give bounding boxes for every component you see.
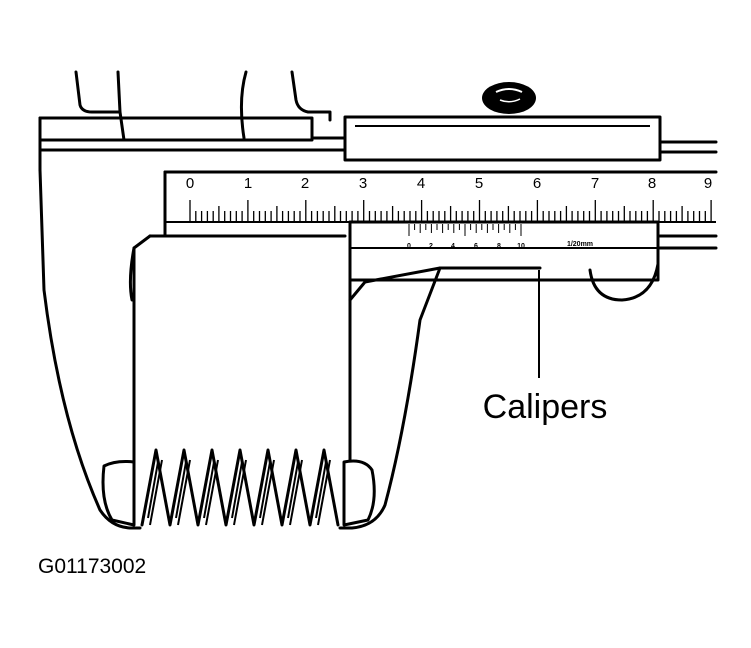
jaw-pads bbox=[101, 459, 376, 527]
main-scale-number-8: 8 bbox=[648, 175, 656, 192]
main-beam bbox=[38, 116, 718, 250]
main-scale-number-3: 3 bbox=[359, 175, 367, 192]
main-scale-number-0: 0 bbox=[186, 175, 194, 192]
main-scale-number-9: 9 bbox=[704, 175, 712, 192]
main-scale-number-6: 6 bbox=[533, 175, 541, 192]
movable-jaw bbox=[338, 220, 660, 530]
vernier-scale-numbers: 0 2 4 6 8 10 1/20mm bbox=[407, 241, 593, 250]
main-scale-number-4: 4 bbox=[417, 175, 425, 192]
main-scale-number-7: 7 bbox=[591, 175, 599, 192]
vernier-number-0: 0 bbox=[407, 243, 411, 250]
vernier-number-4: 4 bbox=[451, 243, 455, 250]
thumb-wheel bbox=[482, 82, 536, 114]
main-scale-number-1: 1 bbox=[244, 175, 252, 192]
upper-jaws bbox=[74, 70, 332, 142]
calipers-callout: Calipers bbox=[483, 270, 608, 426]
vernier-unit-label: 1/20mm bbox=[567, 241, 593, 248]
vernier-number-8: 8 bbox=[497, 243, 501, 250]
main-scale-number-5: 5 bbox=[475, 175, 483, 192]
vernier-scale-ticks bbox=[408, 224, 522, 236]
vernier-number-10: 10 bbox=[517, 243, 525, 250]
vernier-number-6: 6 bbox=[474, 243, 478, 250]
main-scale-number-2: 2 bbox=[301, 175, 309, 192]
callout-label: Calipers bbox=[483, 388, 608, 426]
fixed-jaw bbox=[38, 168, 347, 530]
figure-code: G01173002 bbox=[38, 555, 146, 578]
slider-upper-box bbox=[343, 115, 662, 162]
main-scale-numbers: 0 1 2 3 4 5 6 7 8 9 bbox=[186, 175, 712, 192]
coil-spring bbox=[140, 448, 340, 527]
main-scale-ticks bbox=[165, 200, 716, 223]
vernier-number-2: 2 bbox=[429, 243, 433, 250]
